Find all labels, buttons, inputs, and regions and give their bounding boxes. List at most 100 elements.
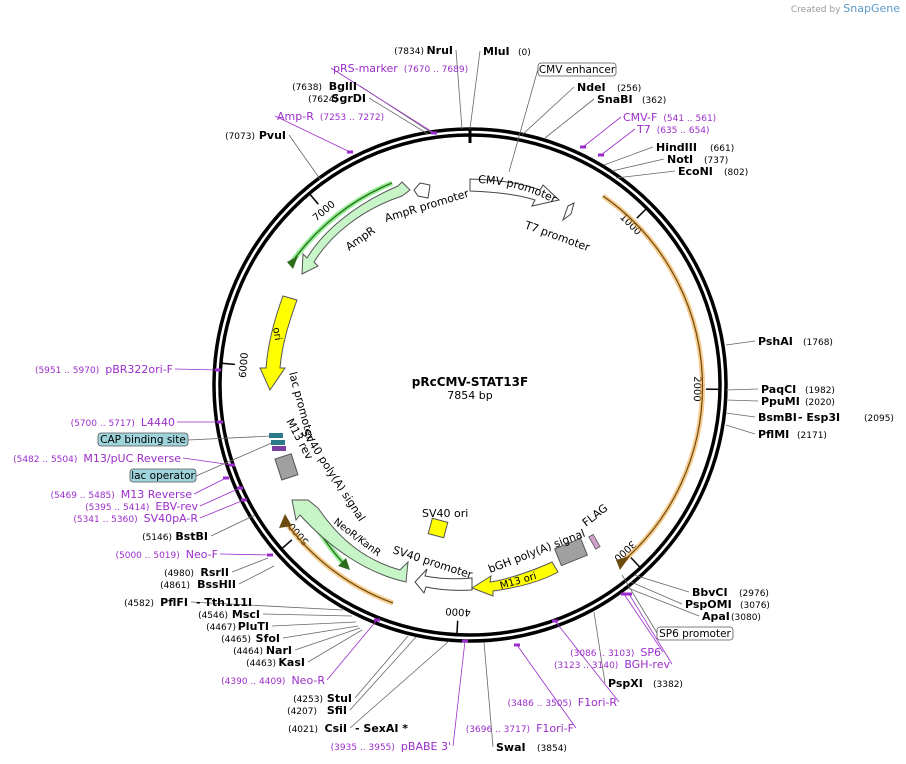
enzyme-position: (1982) — [805, 386, 835, 396]
enzyme-name: HindIII — [656, 141, 697, 154]
enzyme-name: RsrII — [200, 566, 229, 579]
enzyme-name: BsmBI — [758, 411, 797, 424]
leader-line — [544, 98, 595, 139]
enzyme-name: PflFI — [160, 596, 188, 609]
primer-range: (3086 .. 3103) — [570, 649, 634, 659]
leader-line — [725, 412, 756, 418]
boxed-leader — [621, 574, 658, 634]
leader-line — [725, 399, 759, 402]
primer-range: (3123 .. 3140) — [554, 661, 618, 671]
boxed-leader — [195, 441, 275, 477]
enzyme-name: PshAI — [758, 335, 793, 348]
ampr-arrow — [301, 181, 411, 275]
green-arc-bottom-arrow — [338, 558, 350, 570]
enzyme-position: (2171) — [797, 431, 827, 441]
leader-line — [521, 86, 575, 136]
boxed-label-frame — [537, 62, 617, 77]
primer-name: SP6 — [640, 646, 661, 659]
orange-arc-right-arrow — [616, 556, 630, 570]
boxed-leader — [508, 68, 539, 173]
boxed-leader — [187, 435, 273, 441]
plasmid-name: pRcCMV-STAT13F — [412, 375, 528, 389]
leader-line — [354, 635, 409, 699]
boxed-label: lac operator — [131, 470, 195, 482]
boxed-label: CAP binding site — [100, 434, 186, 446]
enzyme-name-alt: - Tth111I — [196, 596, 252, 609]
sv40-ori-label: SV40 ori — [422, 507, 468, 520]
enzyme-position: (7638) — [292, 83, 322, 93]
primer-name: SV40pA-R — [144, 512, 199, 525]
leader-line — [611, 158, 665, 172]
green-arc-top-arrow — [287, 256, 298, 269]
enzyme-position: (2020) — [805, 398, 835, 408]
primer-leader — [330, 67, 435, 134]
enzyme-name: NdeI — [577, 81, 606, 94]
m13-ori-label: M13 ori — [499, 571, 538, 592]
enzyme-position: (4582) — [124, 599, 154, 609]
primer-mark — [598, 153, 604, 157]
snapgene-credit: Created by SnapGene — [790, 2, 900, 15]
enzyme-name: MluI — [483, 45, 510, 58]
leader-line — [368, 97, 429, 135]
m13-rev-mark — [272, 446, 286, 451]
primer-range: (3696 .. 3717) — [466, 725, 530, 735]
enzyme-name: SfoI — [256, 632, 280, 645]
flag-label: FLAG — [580, 502, 611, 530]
enzyme-name-alt: - Esp3I — [798, 411, 840, 424]
boxed-label-frame — [129, 468, 197, 483]
boxed-label-frame — [656, 626, 734, 641]
primer-mark — [626, 592, 632, 596]
enzyme-position: (661) — [710, 144, 734, 154]
leader-line — [262, 613, 353, 617]
primer-mark — [374, 618, 380, 622]
primer-leader — [554, 620, 620, 703]
leader-line — [294, 627, 361, 651]
enzyme-position: (2976) — [739, 589, 769, 599]
leader-line — [615, 170, 676, 179]
boxed-label-frame — [97, 432, 189, 447]
sv40-promoter-arrow — [414, 568, 473, 595]
leader-line — [349, 636, 417, 711]
leader-line — [630, 581, 683, 605]
enzyme-position: (7624) — [308, 95, 338, 105]
leader-line — [349, 640, 450, 729]
leader-line — [603, 146, 654, 166]
primer-leader — [219, 553, 271, 556]
tick-mark — [636, 207, 648, 219]
primer-range: (5951 .. 5970) — [35, 366, 99, 376]
primer-mark — [229, 463, 235, 467]
enzyme-name: CsiI — [325, 722, 347, 735]
enzyme-name: BbvCI — [692, 586, 728, 599]
tick-label: 2000 — [691, 376, 702, 402]
primer-leader — [199, 499, 245, 519]
primer-name: Neo-F — [186, 548, 218, 561]
primer-name: pBABE 3' — [401, 740, 451, 753]
enzyme-name: PpuMI — [761, 395, 800, 408]
primer-name: EBV-rev — [155, 500, 198, 513]
leader-line — [190, 601, 344, 611]
enzyme-name: PspXI — [608, 677, 643, 690]
primer-name: pBR322ori-F — [105, 363, 173, 376]
primer-mark — [621, 592, 627, 596]
leader-line — [633, 574, 690, 593]
primer-mark — [347, 150, 353, 154]
lac-operator-mark — [271, 440, 285, 445]
primer-name: F1ori-F — [536, 722, 574, 735]
primer-mark — [241, 498, 247, 502]
enzyme-position: (5146) — [142, 533, 172, 543]
leader-line — [483, 641, 494, 748]
enzyme-position: (3080) — [731, 613, 761, 623]
primer-range: (5700 .. 5717) — [71, 419, 135, 429]
primer-name: CMV-F — [623, 111, 657, 124]
primer-mark — [215, 368, 221, 372]
orange-arc-left-arrow — [279, 514, 292, 528]
leader-line — [210, 514, 256, 537]
enzyme-name: BglII — [329, 80, 357, 93]
primer-range: (635 .. 654) — [657, 126, 710, 136]
primer-range: (3486 .. 3505) — [507, 699, 571, 709]
enzyme-position: (4021) — [288, 725, 318, 735]
primer-leader — [452, 640, 466, 747]
primer-mark — [217, 420, 223, 424]
enzyme-name: StuI — [327, 692, 352, 705]
tick-label: 4000 — [445, 605, 471, 617]
